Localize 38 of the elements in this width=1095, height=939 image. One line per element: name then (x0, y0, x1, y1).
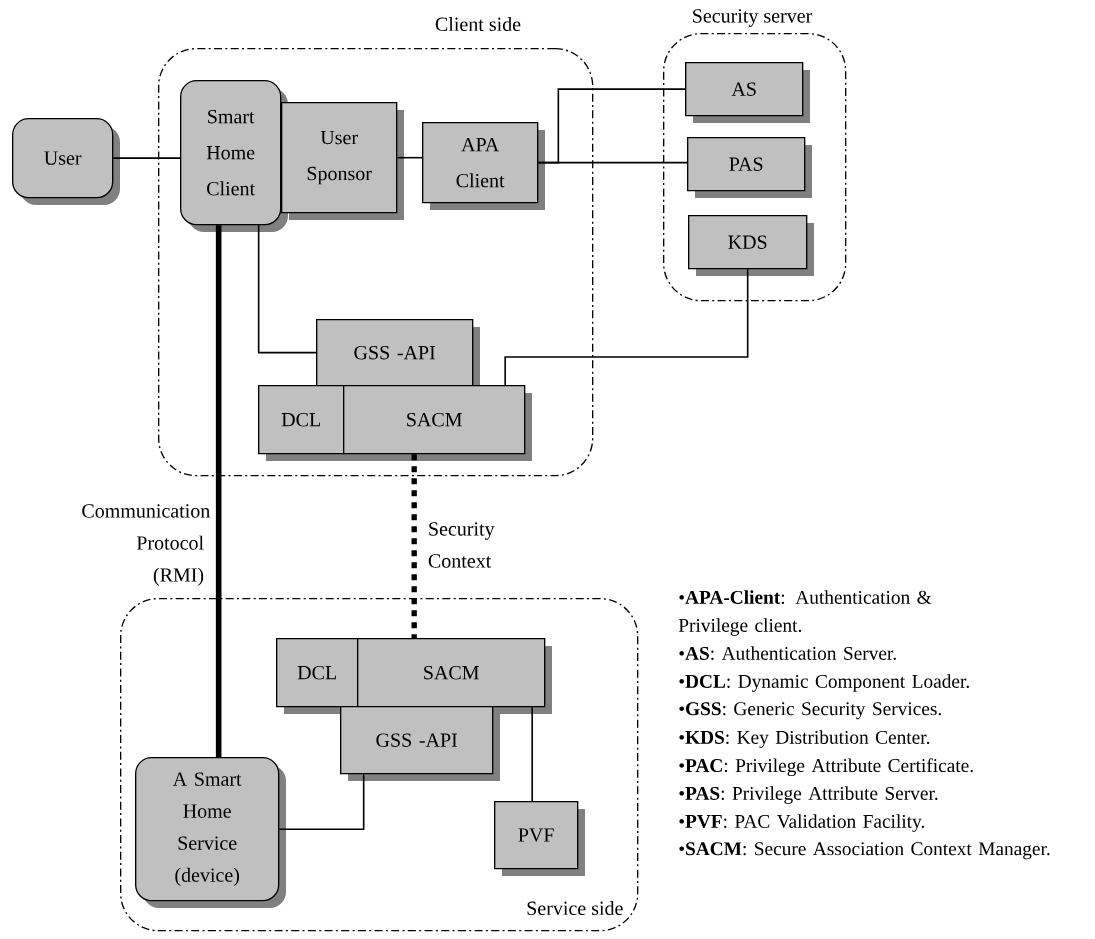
rounded-box: Smart Home Client (180, 80, 288, 232)
region-title: Service side (527, 901, 623, 916)
region-title: Security server (693, 9, 813, 27)
glossary-entry: •DCL: Dynamic Component Loader. (679, 674, 969, 692)
glossary-entry: •PVF: PAC Validation Facility. (679, 814, 925, 832)
glossary-entry: •GSS: Generic Security Services. (679, 702, 941, 720)
rounded-box: A Smart Home Service (device) (135, 757, 286, 908)
component-box: PVF (494, 801, 585, 876)
component-box: KDS (688, 215, 814, 276)
glossary-entry: •APA-Client: Authentication & Privilege client. (678, 590, 932, 636)
connector-line (257, 224, 317, 354)
edge-label: Security Context (425, 519, 511, 571)
glossary-entry: •KDS: Key Distribution Center. (679, 730, 930, 748)
component-box: SACM (357, 638, 552, 714)
connector-line (215, 225, 222, 757)
component-box: GSS -API (340, 706, 500, 781)
glossary-entry: •PAS: Privilege Attribute Server. (679, 786, 938, 804)
edge-label: Communication Protocol (RMI) (78, 501, 210, 589)
glossary-entry: •SACM: Secure Association Context Manager. (679, 842, 1050, 860)
component-box: APA Client (422, 122, 545, 210)
region-title: Client side (435, 17, 521, 32)
component-box: PAS (687, 137, 812, 198)
component-box: DCL (276, 638, 365, 714)
connector-line (112, 157, 181, 159)
connector-line (278, 773, 365, 830)
glossary-entry: •AS: Authentication Server. (679, 646, 896, 660)
glossary-entry: •PAC: Privilege Attribute Certificate. (679, 758, 973, 777)
connector-line (396, 156, 423, 159)
rounded-box: User (12, 118, 120, 205)
component-box: User Sponsor (281, 102, 404, 220)
component-box: AS (685, 62, 810, 123)
component-box: GSS -API (316, 319, 480, 393)
component-box: SACM (343, 385, 532, 461)
connector-line (504, 268, 749, 386)
connector-line (531, 706, 533, 802)
connector-line (411, 454, 417, 638)
component-box: DCL (258, 385, 351, 461)
connector-line (537, 161, 688, 164)
